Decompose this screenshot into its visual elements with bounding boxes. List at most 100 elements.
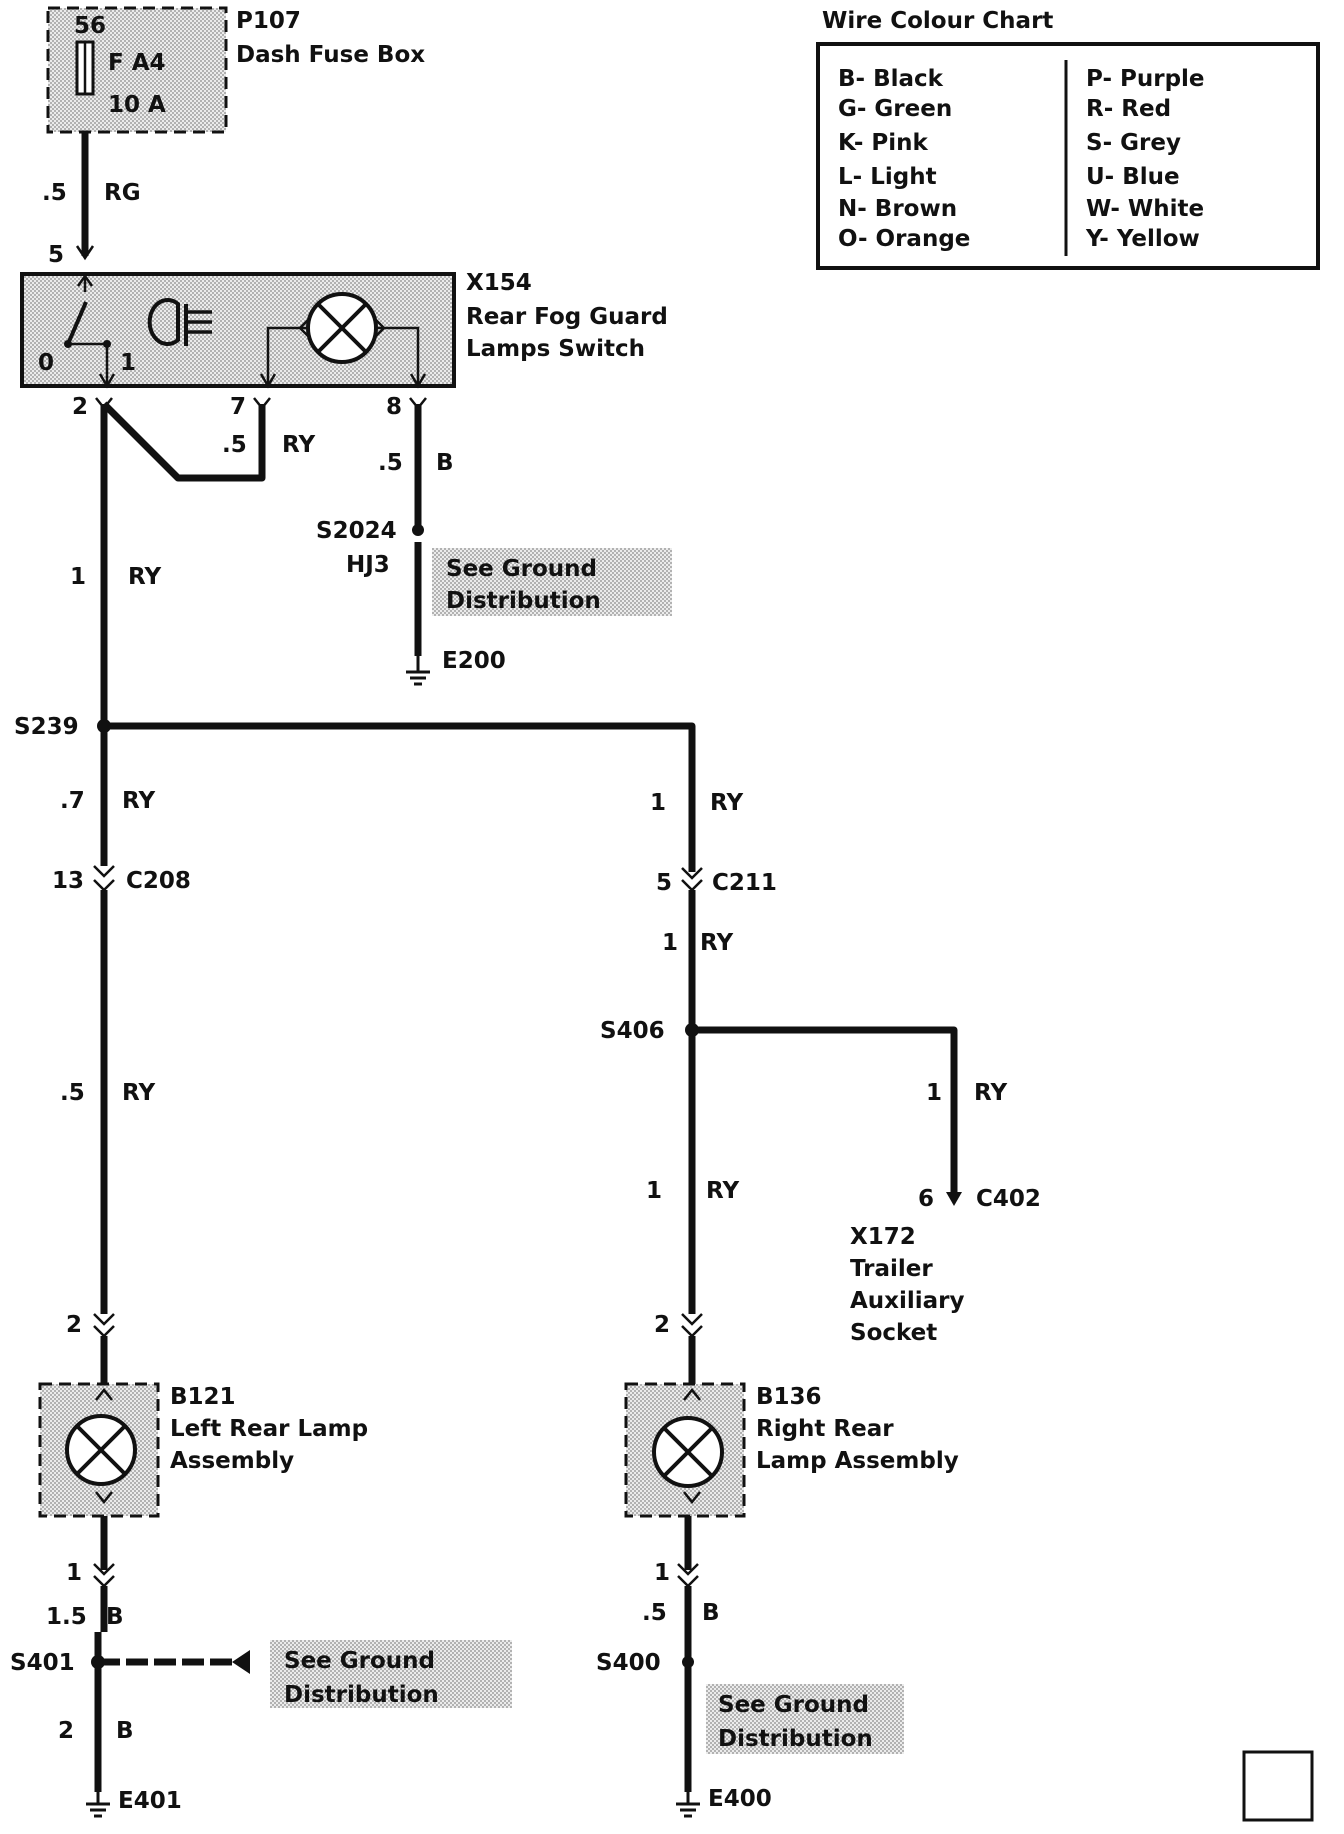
pin-number: 2 <box>72 394 88 420</box>
wire-colour: RY <box>122 788 155 814</box>
arrow-icon <box>232 1650 250 1674</box>
indicator-lamp-icon <box>306 292 378 364</box>
wire-size: .5 <box>42 180 67 206</box>
lamp-lead-right <box>376 326 420 384</box>
ground-icon <box>86 1792 110 1818</box>
colour-entry: O- Orange <box>838 226 970 252</box>
wire-colour-chart-title: Wire Colour Chart <box>822 8 1053 34</box>
pin-number: 2 <box>66 1312 82 1338</box>
wire-ry-link <box>101 401 266 482</box>
trailer-line3: Socket <box>850 1320 937 1346</box>
ground-label: E400 <box>708 1786 772 1812</box>
wire-colour: B <box>116 1718 134 1744</box>
connector-label: C402 <box>976 1186 1041 1212</box>
wire-size: .5 <box>60 1080 85 1106</box>
ground-label: E200 <box>442 648 506 674</box>
wire-size: 1 <box>650 790 666 816</box>
lamp-name-line1: Right Rear <box>756 1416 894 1442</box>
wire-colour: B <box>436 450 454 476</box>
splice-code: HJ3 <box>346 552 390 578</box>
switch-ground-wire: .5 B S2024 HJ3 See Ground Distribution E… <box>316 404 672 686</box>
trailer-id: X172 <box>850 1224 916 1250</box>
colour-entry: L- Light <box>838 164 937 190</box>
wire-colour: RY <box>122 1080 155 1106</box>
wire-size: 1 <box>662 930 678 956</box>
splice-label: S401 <box>10 1650 75 1676</box>
ground-note-line1: See Ground <box>718 1692 869 1718</box>
right-branch: 1 RY 5 C211 1 RY S406 1 RY 2 B136 Right … <box>596 726 959 1818</box>
pin-number: 8 <box>386 394 402 420</box>
lamp-chevron-left <box>298 319 309 337</box>
colour-entry: S- Grey <box>1086 130 1181 156</box>
ground-note-line2: Distribution <box>718 1726 873 1752</box>
rear-fog-switch-x154: 0 1 X154 Rear Fog Guard Lamps Switch <box>20 270 668 389</box>
wire-colour-chart-frame <box>816 42 1320 270</box>
ground-note-box <box>432 548 672 616</box>
splice-label: S400 <box>596 1650 661 1676</box>
wire-ry-trailer <box>692 1026 958 1196</box>
pin-number: 5 <box>656 870 672 896</box>
connector-icon <box>681 1313 703 1338</box>
connector-icon <box>93 1313 115 1338</box>
wire-size: .5 <box>378 450 403 476</box>
splice-label: S239 <box>14 714 79 740</box>
fuse-box-name: Dash Fuse Box <box>236 42 425 68</box>
connector-label: C208 <box>126 868 191 894</box>
ground-icon <box>676 1792 700 1818</box>
switch-pos-on: 1 <box>120 350 136 376</box>
wire-colour: RY <box>710 790 743 816</box>
wire-colour: RG <box>104 180 141 206</box>
colour-entry: N- Brown <box>838 196 957 222</box>
splice-dot <box>412 524 424 536</box>
lamp-name-line2: Assembly <box>170 1448 294 1474</box>
fuse-label: F A4 <box>108 50 166 76</box>
wire-size: .7 <box>60 788 85 814</box>
wire-ry-to-right <box>104 722 696 872</box>
wire-colour-chart: Wire Colour Chart B- Black G- Green K- P… <box>816 8 1320 270</box>
trailer-branch: 1 RY 6 C402 X172 Trailer Auxiliary Socke… <box>692 1026 1041 1346</box>
pin-number: 7 <box>230 394 246 420</box>
wire-colour: B <box>702 1600 720 1626</box>
switch-out-arrow <box>98 373 116 389</box>
switch-body <box>20 272 456 388</box>
wire-size: 1 <box>646 1178 662 1204</box>
wire-colour: RY <box>282 432 315 458</box>
switch-id: X154 <box>466 270 532 296</box>
ground-note-line1: See Ground <box>446 556 597 582</box>
fuse-pin-label: 56 <box>74 13 106 39</box>
feed-wire: .5 RG 5 <box>42 132 141 268</box>
ground-label: E401 <box>118 1788 182 1814</box>
switch-pins: 2 7 8 <box>72 394 427 420</box>
splice-label: S2024 <box>316 518 397 544</box>
splice-label: S406 <box>600 1018 665 1044</box>
fuse-box-p107: 56 F A4 10 A P107 Dash Fuse Box <box>46 6 425 134</box>
wire-size: 1 <box>926 1080 942 1106</box>
switch-arrow <box>76 273 94 287</box>
pin-number: 5 <box>48 242 64 268</box>
wire-size: 1 <box>70 564 86 590</box>
pin-number: 1 <box>66 1560 82 1586</box>
wire-size: .5 <box>642 1600 667 1626</box>
switch-name-line2: Lamps Switch <box>466 336 645 362</box>
colour-entry: R- Red <box>1086 96 1171 122</box>
lamp-id: B136 <box>756 1384 822 1410</box>
colour-entry: G- Green <box>838 96 952 122</box>
switch-contact <box>66 301 88 345</box>
left-branch: .7 RY 13 C208 .5 RY 2 B121 Left Rear Lam… <box>10 726 512 1818</box>
pin-number: 6 <box>918 1186 934 1212</box>
corner-box <box>1242 1750 1314 1822</box>
lamp-lead-left <box>266 326 308 384</box>
switch-link-wire: .5 RY <box>101 401 315 482</box>
trailer-line1: Trailer <box>850 1256 933 1282</box>
wire-colour: RY <box>974 1080 1007 1106</box>
fog-lamp-icon <box>147 298 212 346</box>
wire-colour: RY <box>706 1178 739 1204</box>
lamp-out-arrow <box>95 1491 113 1505</box>
main-feed: 1 RY S239 <box>14 404 696 872</box>
lamp-lead-left-arrow <box>259 373 277 389</box>
ground-note-box <box>270 1640 512 1708</box>
colour-entry: B- Black <box>838 66 944 92</box>
connector-icon <box>946 1192 962 1206</box>
lamp-in-arrow <box>683 1387 701 1401</box>
